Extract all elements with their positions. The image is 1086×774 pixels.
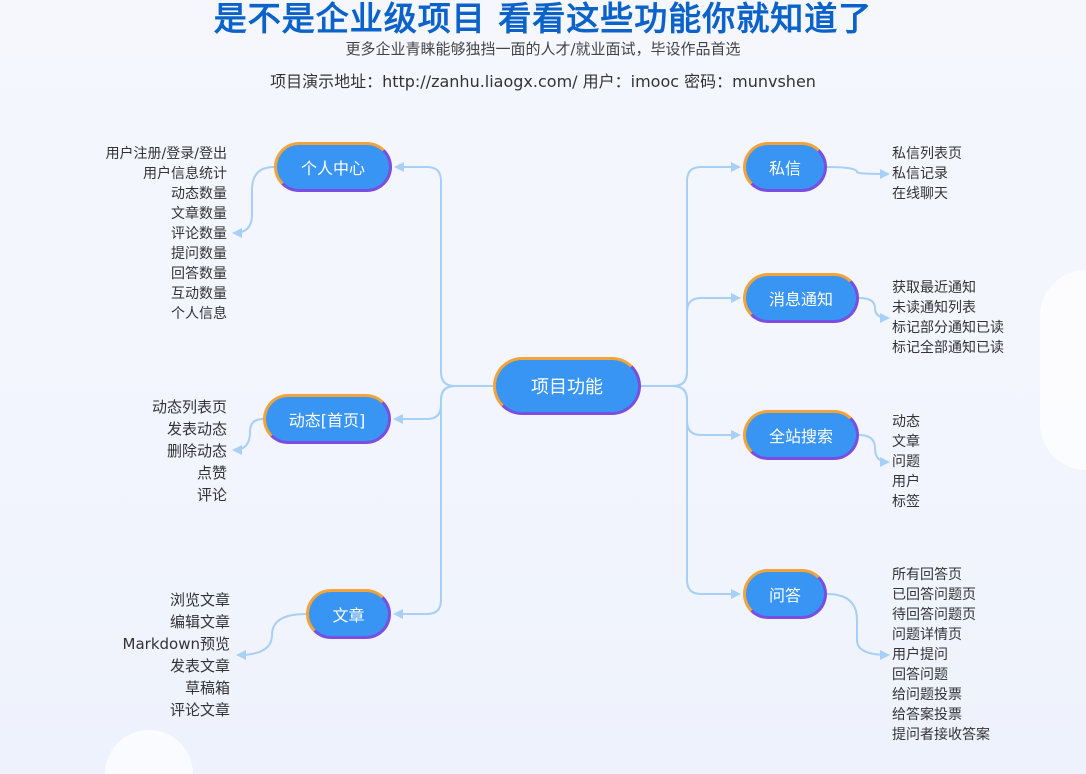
messages-list: 私信列表页私信记录在线聊天 [892,144,962,204]
list-item: 提问者接收答案 [892,727,990,743]
list-item: 已回答问题页 [892,587,976,603]
list-item: 个人信息 [171,306,227,322]
connector [858,297,890,323]
list-item: 用户信息统计 [143,166,227,182]
list-item: 所有回答页 [892,567,962,583]
news-list: 动态列表页发表动态删除动态点赞评论 [152,396,227,506]
list-item: 动态数量 [171,186,227,202]
node-news[interactable]: 动态[首页] [263,394,391,444]
connector [641,162,741,387]
articles-list: 浏览文章编辑文章 Markdown预览发表文章草稿箱评论文章 [123,589,230,721]
list-item: 文章 [892,434,920,450]
list-item: 问题 [892,454,920,470]
list-item: 私信记录 [892,166,948,182]
connector [641,385,741,440]
list-item: 评论数量 [171,226,227,242]
demo-info: 项目演示地址：http://zanhu.liaogx.com/ 用户：imooc… [270,72,816,91]
list-item: 点赞 [196,464,227,482]
node-articles[interactable]: 文章 [306,589,391,639]
node-search[interactable]: 全站搜索 [743,410,859,460]
connector [393,385,493,619]
list-item: 给问题投票 [892,687,962,703]
list-item: 用户注册/登录/登出 [105,146,227,162]
connector [826,166,890,179]
list-item: 发表动态 [166,420,227,438]
profile-list: 用户注册/登录/登出用户信息统计动态数量文章数量评论数量提问数量回答数量互动数量… [106,144,227,324]
list-item: 待回答问题页 [892,607,976,623]
list-item: 用户 [892,474,920,490]
list-item: 给答案投票 [892,707,962,723]
connector [858,434,890,467]
node-qa[interactable]: 问答 [743,569,827,619]
node-notifications[interactable]: 消息通知 [743,273,859,323]
search-list: 动态文章问题用户标签 [892,412,920,512]
list-item: 草稿箱 [184,679,230,697]
list-item: 私信列表页 [892,146,962,162]
qa-list: 所有回答页已回答问题页待回答问题页问题详情页用户提问回答问题给问题投票给答案投票… [892,565,990,745]
node-messages[interactable]: 私信 [743,142,827,192]
connector [232,166,275,238]
connector [394,162,493,387]
list-item: 提问数量 [171,246,227,262]
list-item: 未读通知列表 [892,300,976,316]
connector [826,593,890,660]
list-item: 标签 [892,494,920,510]
subtitle: 更多企业青睐能够独挡一面的人才/就业面试，毕设作品首选 [345,40,741,58]
connector [236,613,307,660]
list-item: 标记全部通知已读 [892,340,1004,356]
list-item: 用户提问 [892,647,948,663]
list-item: 获取最近通知 [892,280,976,296]
list-item: 评论文章 [169,701,230,719]
root-node[interactable]: 项目功能 [493,357,641,415]
list-item: 编辑文章 [169,613,230,631]
list-item: 互动数量 [171,286,227,302]
list-item: 动态 [892,414,920,430]
list-item: 评论 [196,486,227,504]
connector [641,293,741,387]
list-item: 发表文章 [169,657,230,675]
node-profile[interactable]: 个人中心 [274,142,392,192]
list-item: 删除动态 [166,442,227,460]
list-item: 动态列表页 [151,398,227,416]
list-item: 回答问题 [892,667,948,683]
list-item: 回答数量 [171,266,227,282]
connector [232,418,264,455]
list-item: 问题详情页 [892,627,962,643]
connector [641,385,741,599]
notifications-list: 获取最近通知未读通知列表标记部分通知已读标记全部通知已读 [892,278,1004,358]
list-item: 标记部分通知已读 [892,320,1004,336]
page-title: 是不是企业级项目 看看这些功能你就知道了 [213,0,873,38]
list-item: Markdown预览 [122,635,230,653]
list-item: 文章数量 [171,206,227,222]
list-item: 在线聊天 [892,186,948,202]
list-item: 浏览文章 [169,591,230,609]
decor-shape [1040,270,1086,470]
